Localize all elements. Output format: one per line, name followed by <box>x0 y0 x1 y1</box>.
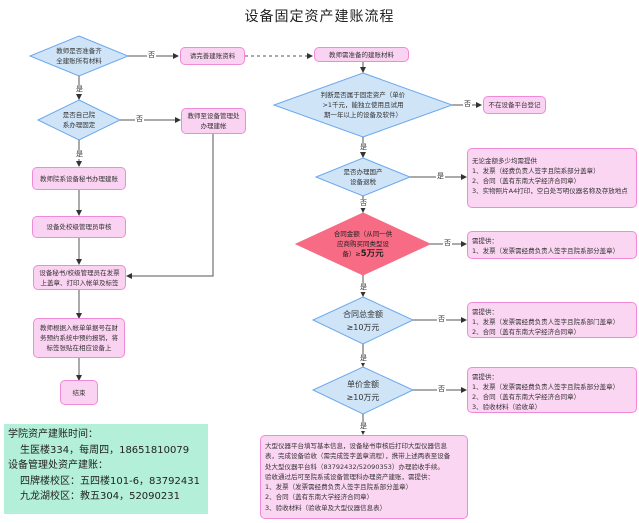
process-not-register[interactable]: 不在设备平台登记 <box>483 96 546 114</box>
decision-text: 全建账所有材料 <box>56 57 102 65</box>
note-under-10w-unit: 需提供： 1、发票（发票需经费负责人签字且院系部分盖章） 2、合同（盖有东南大学… <box>467 367 637 413</box>
decision-text: >1千元，能独立使用且试用 <box>322 101 404 109</box>
process-stamp-print[interactable]: 设备秘书/校级管理员在发票上盖章、打印入帐单及标签 <box>33 265 126 290</box>
decision-text: 系办理固定 <box>62 121 96 129</box>
process-end[interactable]: 结束 <box>60 380 98 405</box>
decision-text: 教师是否准备齐 <box>56 47 102 55</box>
info-heading: 学院资产建账时间： <box>8 429 98 440</box>
note-line: 1、发票（发票需经费负责人签字且院系部分盖章） <box>472 383 620 391</box>
note-line: 2、合同（盖有东南大学经济合同章） <box>472 177 581 185</box>
decision-text: 备）≥ <box>342 250 361 258</box>
process-dept-secretary[interactable]: 教师院系设备秘书办理建账 <box>32 167 126 190</box>
note-line: 需提供： <box>472 237 498 245</box>
process-text: 教师需准备的建账材料 <box>329 50 394 59</box>
decision-materials-ready[interactable]: 教师是否准备齐全建账所有材料 <box>30 36 128 76</box>
note-tax-refund: 无论金额多少均需提供 1、发票（经费负责人签字且院系部分盖章） 2、合同（盖有东… <box>467 148 637 208</box>
note-line: 1、发票（发票需经费负责人签字且院系部门盖章） <box>472 318 620 326</box>
decision-fixed-asset[interactable]: 判断是否属于固定资产（单价 >1千元，能独立使用且试用期一年以上的设备及软件） <box>274 73 452 137</box>
decision-text: 单价金额 <box>346 379 379 389</box>
process-text: 办理建帐 <box>200 122 227 130</box>
process-reimburse[interactable]: 教师根据入帐单单据号在财务预约系统中预约报销，将标签张贴在相应设备上 <box>33 318 125 358</box>
note-line: 需提供： <box>472 373 498 381</box>
contact-info-box: 学院资产建账时间： 生医楼334，每周四，18651810079 设备管理处资产… <box>4 424 208 514</box>
note-line: 3、验收材料（验收单） <box>472 403 542 411</box>
note-line: 1、发票（发票需经费负责人签字且院系部分盖章） <box>265 483 413 492</box>
note-under-5w: 需提供： 1、发票（发票需经费负责人签字且院系部分盖章） <box>467 231 637 259</box>
decision-text: ≥10万元 <box>346 322 380 332</box>
decision-threshold: 5万元 <box>360 249 384 259</box>
note-line: 3、实物照片A4打印，空白处写明仪器名称及存放地点 <box>472 187 628 195</box>
note-line: 大型仪器平台填写基本信息，设备秘书审核后打印大型仪器信息 <box>265 442 447 450</box>
decision-text: 合同总金额 <box>343 309 383 319</box>
decision-unit-price-10w[interactable]: 单价金额 ≥10万元 <box>313 367 413 414</box>
label-yes: 是 <box>75 150 84 159</box>
process-text: 教师院系设备秘书办理建账 <box>40 174 118 183</box>
note-line: 需提供： <box>472 308 498 316</box>
decision-self-department[interactable]: 是否自己院系办理固定 <box>38 100 120 140</box>
note-line: 表，完成设备验收（需完成签字盖章流程），携带上述两表至设备 <box>265 452 451 461</box>
label-no: 否 <box>359 199 368 208</box>
info-heading: 设备管理处资产建账： <box>8 460 108 471</box>
note-line: 处大型仪器平台科（83792432/52090353）办理验收手续。 <box>265 462 444 471</box>
label-no: 否 <box>147 51 156 60</box>
decision-text: 判断是否属于固定资产（单价 <box>320 91 406 99</box>
process-text: 设备处校级管理员审核 <box>46 223 112 231</box>
process-text: 上盖章、打印入帐单及标签 <box>40 278 119 287</box>
info-detail: 四牌楼校区：五四楼101-6，83792431 <box>20 475 200 487</box>
decision-tax-refund[interactable]: 是否办理国产设备退税 <box>316 158 410 196</box>
decision-text: 应商购买同类型设 <box>337 240 389 248</box>
process-text: 不在设备平台登记 <box>488 101 541 109</box>
process-text: 教师至设备管理处 <box>187 112 240 120</box>
note-line: 1、发票（发票需经费负责人签字且院系部分盖章） <box>472 247 620 255</box>
page-title: 设备固定资产建账流程 <box>244 9 395 25</box>
info-detail: 生医楼334，每周四，18651810079 <box>20 444 190 456</box>
label-yes: 是 <box>359 354 368 363</box>
label-yes: 是 <box>359 143 368 152</box>
label-no: 否 <box>463 100 472 109</box>
label-yes: 是 <box>359 422 368 431</box>
label-no: 否 <box>437 315 446 324</box>
decision-contract-total-10w[interactable]: 合同总金额 ≥10万元 <box>313 297 413 344</box>
decision-text: 合同金额（从同一供 <box>333 230 393 238</box>
note-line: 验收通过后可至院系或设备管理科办理资产建账，需提供： <box>265 472 434 481</box>
process-text: 设备秘书/校级管理员在发票 <box>39 268 120 277</box>
label-yes: 是 <box>359 283 368 292</box>
note-under-10w-total: 需提供： 1、发票（发票需经费负责人签字且院系部门盖章） 2、合同（盖有东南大学… <box>467 302 637 338</box>
process-required-materials[interactable]: 教师需准备的建账材料 <box>314 47 409 62</box>
decision-text: 设备退税 <box>350 178 376 186</box>
process-complete-materials[interactable]: 请完善建账资料 <box>180 47 245 65</box>
process-text: 教师根据入帐单单据号在财 <box>40 324 118 332</box>
label-no: 否 <box>135 115 144 124</box>
process-text: 务预约系统中预约报销，将 <box>40 334 118 342</box>
decision-text: 期一年以上的设备及软件） <box>324 111 402 119</box>
note-line: 3、验收材料（验收单及大型仪器信息表） <box>265 503 387 512</box>
note-large-instrument: 大型仪器平台填写基本信息，设备秘书审核后打印大型仪器信息 表，完成设备验收（需完… <box>260 435 468 519</box>
note-line: 1、发票（经费负责人签字且院系部分盖章） <box>472 167 600 175</box>
label-no: 否 <box>437 385 446 394</box>
label-yes: 是 <box>75 85 84 94</box>
process-office-register[interactable]: 教师至设备管理处办理建帐 <box>181 108 246 134</box>
process-text: 结束 <box>72 388 86 397</box>
info-detail: 九龙湖校区：教五304，52090231 <box>20 491 180 502</box>
process-admin-review[interactable]: 设备处校级管理员审核 <box>32 216 126 238</box>
label-yes: 是 <box>436 172 445 181</box>
process-text: 标签张贴在相应设备上 <box>46 344 112 352</box>
decision-text: 是否办理国产 <box>343 168 383 176</box>
decision-text: 是否自己院 <box>62 111 96 119</box>
decision-text: ≥10万元 <box>346 392 380 402</box>
decision-contract-5w[interactable]: 合同金额（从同一供应商购买同类型设备）≥5万元 <box>296 213 430 275</box>
note-line: 2、合同（盖有东南大学经济合同章） <box>265 493 374 502</box>
note-line: 无论金额多少均需提供 <box>472 157 537 165</box>
note-line: 2、合同（盖有东南大学经济合同章） <box>472 393 581 401</box>
label-no: 否 <box>443 239 452 248</box>
note-line: 2、合同（盖有东南大学经济合同章） <box>472 328 581 336</box>
process-text: 请完善建账资料 <box>189 52 236 60</box>
